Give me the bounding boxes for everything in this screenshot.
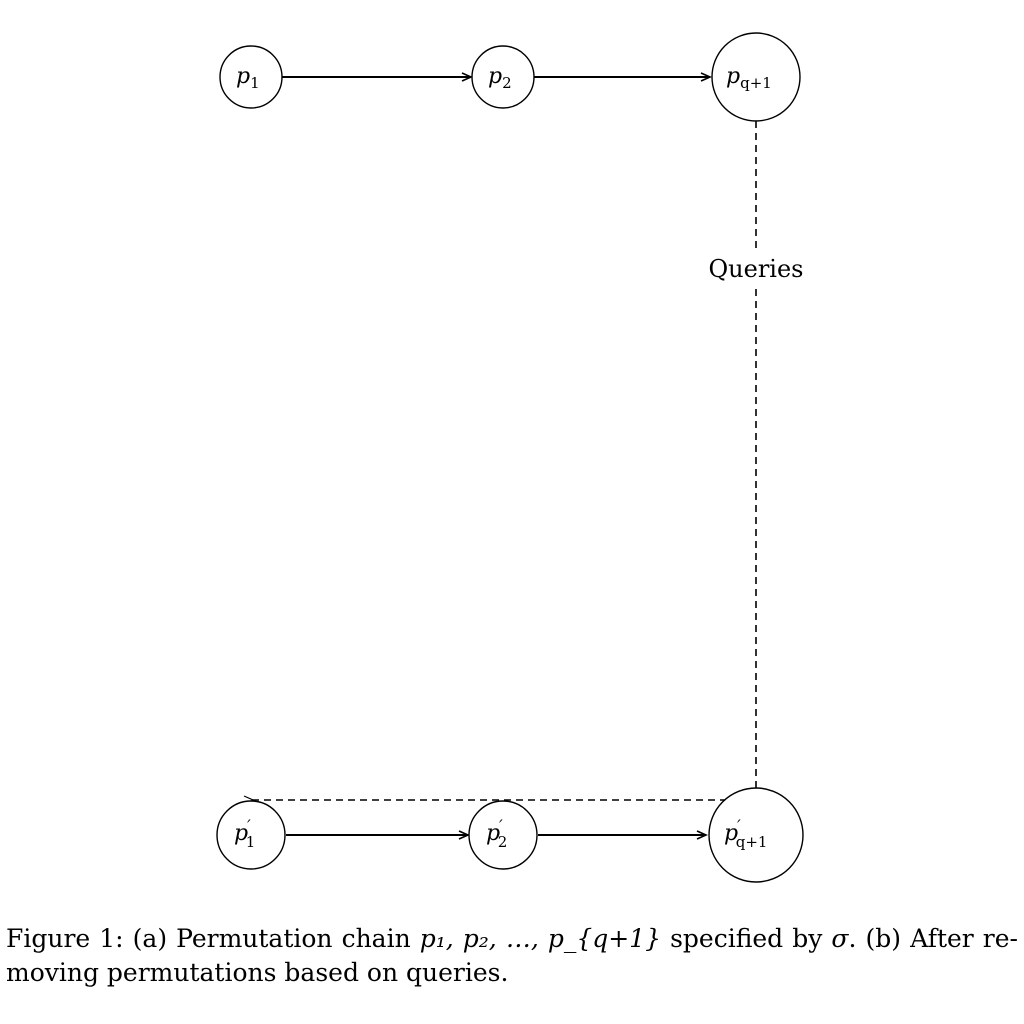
queries-label: Queries xyxy=(708,255,803,283)
node-pp2-label: p′2 xyxy=(486,816,507,851)
node-p2-label: p2 xyxy=(488,64,512,92)
caption-part-a: (a) Permutation chain xyxy=(132,924,411,953)
figure-caption: Figure 1: (a) Permutation chain p₁, p₂, … xyxy=(6,922,1018,990)
node-pp1-circle xyxy=(216,800,286,870)
figure-label: Figure 1: xyxy=(6,924,124,953)
permutation-chain-diagram: p1 p2 pq+1 p′1 p′2 p′q+1 Queries xyxy=(216,32,806,883)
queries-label-bg xyxy=(706,253,806,285)
node-pq1-label: pq+1 xyxy=(726,64,772,92)
caption-sigma: σ xyxy=(831,924,849,953)
node-pp2-circle xyxy=(468,800,538,870)
caption-specified-by: specified by xyxy=(670,924,823,953)
queries-dashed-edge xyxy=(252,121,757,800)
caption-period: . xyxy=(848,924,857,953)
caption-part-b: (b) After re-moving permutations based o… xyxy=(6,924,1018,987)
node-ppq1-circle xyxy=(708,787,804,883)
node-ppq1-label: p′q+1 xyxy=(724,816,767,851)
node-pp1-label: p′1 xyxy=(234,816,255,851)
node-pq1-circle xyxy=(711,32,801,122)
node-p2-circle xyxy=(471,45,535,109)
node-p1-circle xyxy=(219,45,283,109)
caption-chain-math: p₁, p₂, …, p_{q+1} xyxy=(419,924,661,953)
node-p1-label: p1 xyxy=(236,64,260,92)
